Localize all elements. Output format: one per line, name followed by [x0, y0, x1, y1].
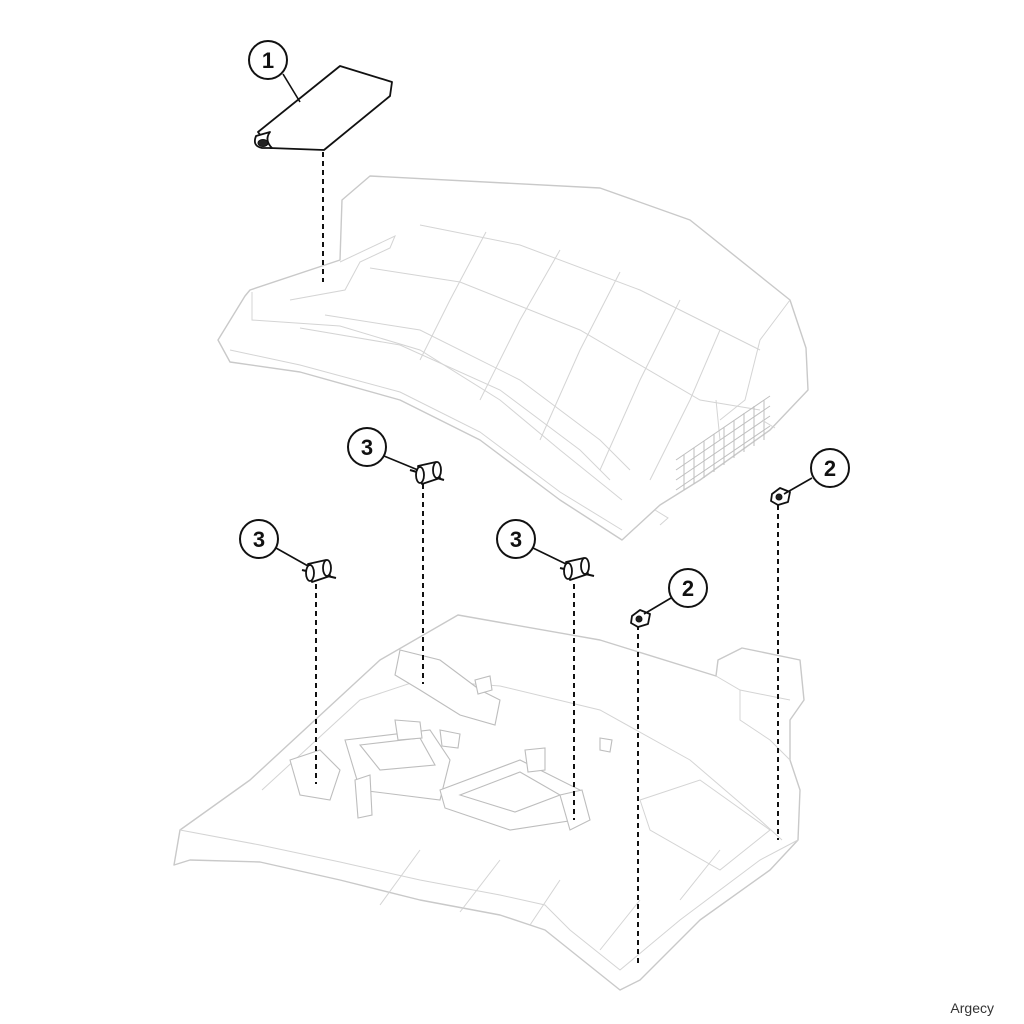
callout-3-top-label: 3 — [361, 435, 373, 460]
vent-grille — [675, 395, 771, 491]
callout-2-right: 2 — [783, 448, 850, 495]
callout-3-middle-label: 3 — [510, 527, 522, 552]
upper-cover-assembly — [217, 175, 809, 541]
callout-1: 1 — [248, 40, 301, 103]
part-2-clip-right — [770, 487, 791, 506]
callout-3-top: 3 — [347, 427, 419, 471]
callout-3-left-label: 3 — [253, 527, 265, 552]
watermark-text: Argecy — [950, 1000, 994, 1016]
part-2-clip-left — [630, 609, 651, 628]
callout-3-middle: 3 — [496, 519, 567, 565]
callout-2-left: 2 — [643, 568, 708, 615]
callout-2-left-label: 2 — [682, 576, 694, 601]
part-3-roller-middle — [559, 557, 595, 581]
part-3-roller-top — [409, 461, 445, 485]
internal-brackets — [289, 649, 613, 831]
part-1-separator-pad — [253, 65, 393, 151]
callout-3-left: 3 — [239, 519, 309, 567]
callout-1-label: 1 — [262, 48, 274, 73]
lower-base-assembly — [173, 614, 805, 991]
assembly-lines — [315, 152, 779, 965]
part-3-roller-left — [301, 559, 337, 583]
callout-2-right-label: 2 — [824, 456, 836, 481]
